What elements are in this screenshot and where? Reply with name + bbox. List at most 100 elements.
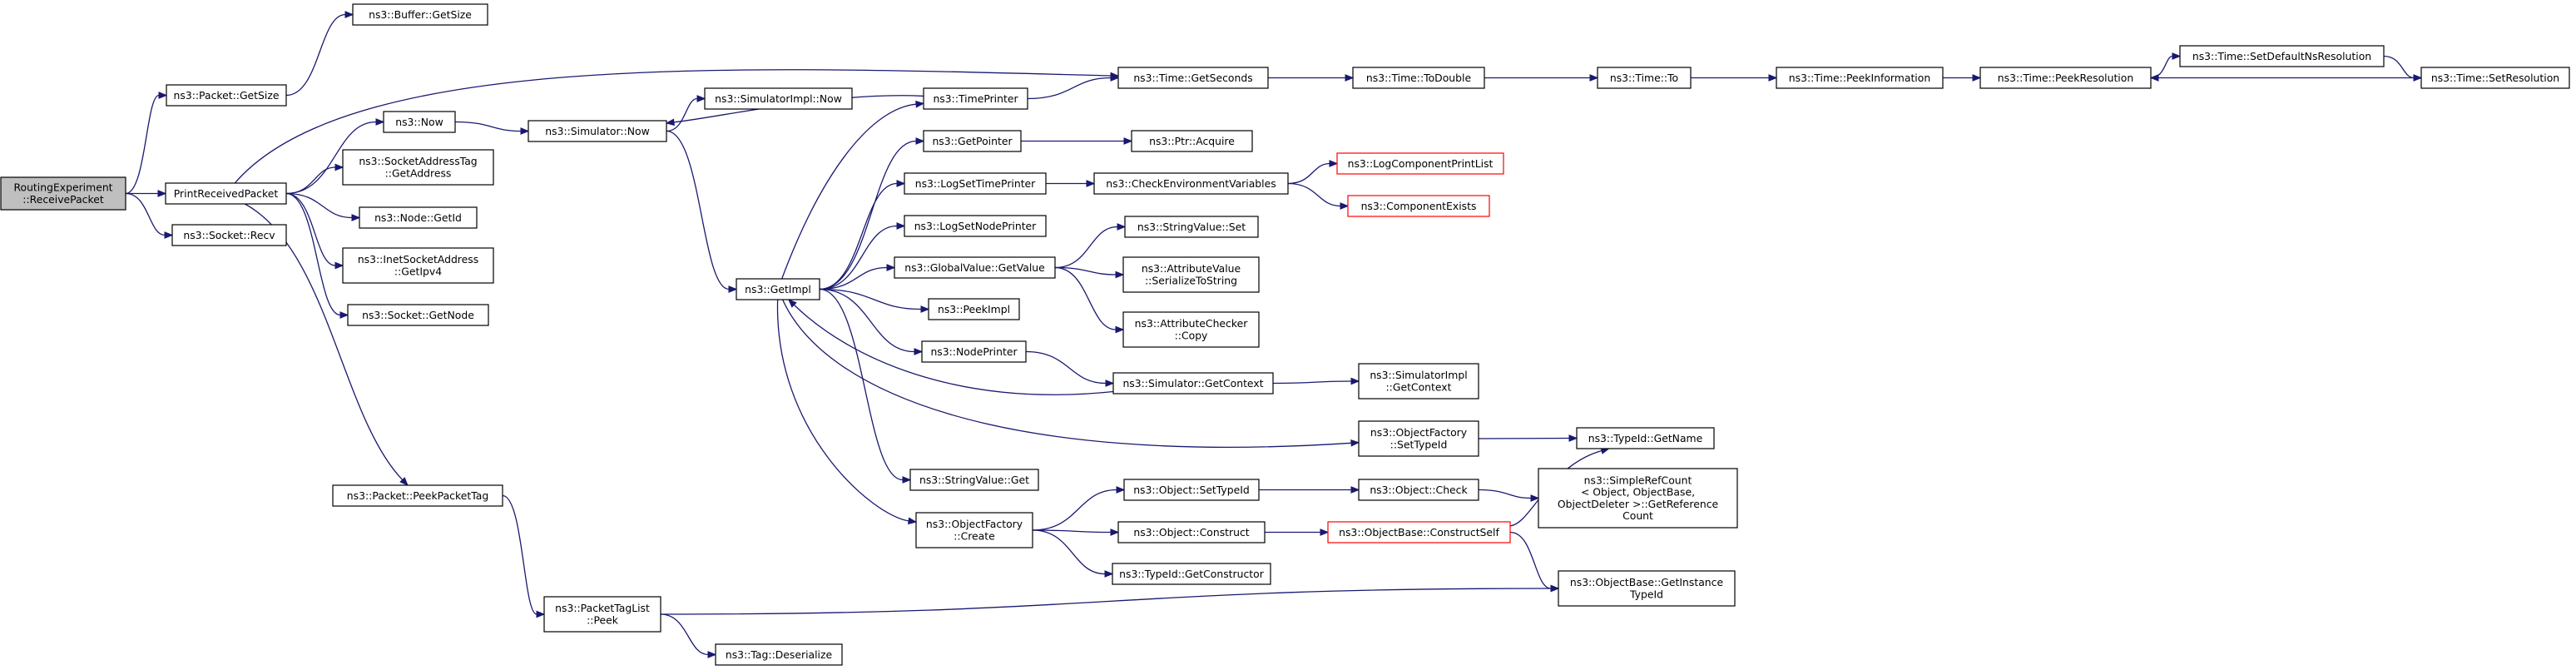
node-of-settypeid[interactable]: ns3::ObjectFactory::SetTypeId: [1358, 420, 1479, 457]
node-of-create[interactable]: ns3::ObjectFactory::Create: [915, 512, 1033, 548]
edge-line: [234, 69, 1112, 184]
node-obj-construct[interactable]: ns3::Object::Construct: [1117, 521, 1266, 543]
edge-ptl_peek-to-tag_deser: [660, 613, 717, 658]
node-tag-deser[interactable]: ns3::Tag::Deserialize: [715, 643, 843, 666]
node-simimpl-getctx[interactable]: ns3::SimulatorImpl::GetContext: [1358, 363, 1479, 400]
arrowhead-icon: [915, 137, 925, 145]
node-logsetnode[interactable]: ns3::LogSetNodePrinter: [904, 215, 1047, 237]
edges-layer: [125, 11, 2423, 658]
node-typeid-getname[interactable]: ns3::TypeId::GetName: [1576, 427, 1715, 449]
node-time-setdefres[interactable]: ns3::Time::SetDefaultNsResolution: [2179, 45, 2385, 67]
edge-line: [1032, 489, 1117, 531]
node-typeid-getctor[interactable]: ns3::TypeId::GetConstructor: [1112, 563, 1271, 585]
arrowhead-icon: [1115, 270, 1125, 279]
node-obj-check[interactable]: ns3::Object::Check: [1358, 479, 1479, 501]
node-label: ns3::AttributeChecker: [1135, 317, 1249, 330]
edge-timeprinter-to-time_getsec: [1027, 74, 1120, 100]
arrowhead-icon: [665, 118, 675, 127]
node-box: [1093, 172, 1289, 195]
node-receive[interactable]: RoutingExperiment::ReceivePacket: [0, 176, 126, 211]
node-nodeprinter[interactable]: ns3::NodePrinter: [921, 340, 1027, 363]
node-sim-getctx[interactable]: ns3::Simulator::GetContext: [1112, 372, 1274, 395]
edge-of_create-to-obj_construct: [1032, 529, 1120, 536]
node-buf-getsize[interactable]: ns3::Buffer::GetSize: [352, 3, 488, 26]
arrowhead-icon: [914, 348, 924, 355]
node-box: [166, 84, 287, 107]
edge-peekpackettag-to-ptl_peek: [502, 494, 546, 618]
edge-time_getsec-to-time_todouble: [1268, 74, 1355, 82]
node-now[interactable]: ns3::Now: [383, 111, 456, 133]
node-isa-getipv4[interactable]: ns3::InetSocketAddress::GetIpv4: [342, 247, 494, 284]
node-label: ns3::Packet::GetSize: [174, 89, 280, 102]
node-getimpl[interactable]: ns3::GetImpl: [736, 278, 820, 300]
arrowhead-icon: [886, 264, 896, 271]
edge-print-to-sock_getnode: [285, 192, 349, 319]
node-logcompprint[interactable]: ns3::LogComponentPrintList: [1336, 152, 1504, 175]
arrowhead-icon: [344, 11, 354, 18]
edge-logsettime-to-checkenv: [1046, 180, 1096, 187]
node-time-setres[interactable]: ns3::Time::SetResolution: [2420, 67, 2570, 89]
node-logsettime[interactable]: ns3::LogSetTimePrinter: [904, 172, 1047, 195]
node-getpointer[interactable]: ns3::GetPointer: [923, 130, 1022, 152]
arrowhead-icon: [896, 180, 906, 187]
arrowhead-icon: [1350, 486, 1360, 494]
node-time-to[interactable]: ns3::Time::To: [1597, 67, 1692, 89]
edge-line: [285, 166, 336, 195]
node-time-peekres[interactable]: ns3::Time::PeekResolution: [1979, 67, 2152, 89]
edge-checkenv-to-compexists: [1287, 182, 1350, 210]
node-sock-getnode[interactable]: ns3::Socket::GetNode: [347, 304, 489, 326]
node-label: ns3::TimePrinter: [933, 92, 1018, 105]
node-compexists[interactable]: ns3::ComponentExists: [1347, 195, 1490, 217]
node-box: [1597, 67, 1692, 89]
node-obj-settypeid[interactable]: ns3::Object::SetTypeId: [1123, 479, 1260, 501]
node-ob-constructself[interactable]: ns3::ObjectBase::ConstructSelf: [1327, 521, 1511, 543]
edge-time_to-to-time_peekinfo: [1691, 74, 1778, 82]
arrowhead-icon: [1350, 377, 1360, 385]
node-label: ObjectDeleter >::GetReference: [1558, 498, 1718, 510]
node-node-getid[interactable]: ns3::Node::GetId: [359, 206, 478, 229]
node-gv-getvalue[interactable]: ns3::GlobalValue::GetValue: [894, 256, 1056, 279]
edge-time_todouble-to-time_to: [1484, 74, 1599, 82]
node-box: [715, 643, 843, 666]
arrowhead-icon: [520, 127, 530, 135]
node-box: [909, 469, 1039, 491]
node-box: [904, 172, 1047, 195]
node-label: ns3::TypeId::GetConstructor: [1119, 568, 1265, 580]
node-timeprinter[interactable]: ns3::TimePrinter: [923, 87, 1028, 110]
node-label: ::ReceivePacket: [22, 193, 104, 206]
arrowhead-icon: [334, 163, 344, 171]
node-time-todouble[interactable]: ns3::Time::ToDouble: [1352, 67, 1485, 89]
edge-gv_getvalue-to-ac_copy: [1054, 266, 1125, 334]
node-time-getsec[interactable]: ns3::Time::GetSeconds: [1117, 67, 1269, 89]
edge-line: [1054, 266, 1117, 275]
node-label: ns3::SocketAddressTag: [359, 155, 477, 167]
arrowhead-icon: [1110, 74, 1120, 82]
node-simimpl-now[interactable]: ns3::SimulatorImpl::Now: [704, 87, 853, 110]
node-peekpackettag[interactable]: ns3::Packet::PeekPacketTag: [332, 484, 503, 507]
node-simplerefcount[interactable]: ns3::SimpleRefCount< Object, ObjectBase,…: [1538, 468, 1738, 529]
node-av-ser[interactable]: ns3::AttributeValue::SerializeToString: [1122, 256, 1260, 293]
node-recv[interactable]: ns3::Socket::Recv: [171, 224, 287, 246]
node-print[interactable]: PrintReceivedPacket: [165, 182, 287, 205]
node-label: ns3::GetPointer: [932, 135, 1013, 147]
arrowhead-icon: [1320, 529, 1330, 536]
node-label: ns3::InetSocketAddress: [358, 253, 478, 266]
node-label: ns3::Time::SetResolution: [2431, 72, 2559, 84]
node-label: ns3::NodePrinter: [930, 345, 1018, 358]
node-peekimpl[interactable]: ns3::PeekImpl: [928, 298, 1020, 320]
node-ptr-acquire[interactable]: ns3::Ptr::Acquire: [1131, 130, 1253, 152]
node-checkenv[interactable]: ns3::CheckEnvironmentVariables: [1093, 172, 1289, 195]
node-sim-now[interactable]: ns3::Simulator::Now: [528, 120, 667, 142]
node-sv-get[interactable]: ns3::StringValue::Get: [909, 469, 1039, 491]
node-ptl-peek[interactable]: ns3::PacketTagList::Peek: [543, 596, 661, 633]
node-time-peekinfo[interactable]: ns3::Time::PeekInformation: [1776, 67, 1944, 89]
node-ac-copy[interactable]: ns3::AttributeChecker::Copy: [1122, 311, 1260, 348]
arrowhead-icon: [1105, 380, 1115, 387]
node-box: [1117, 521, 1266, 543]
node-sv-set[interactable]: ns3::StringValue::Set: [1124, 216, 1259, 238]
node-label: ns3::Buffer::GetSize: [369, 8, 472, 21]
node-pkt-getsize[interactable]: ns3::Packet::GetSize: [166, 84, 287, 107]
node-label: ns3::ObjectBase::ConstructSelf: [1339, 526, 1499, 538]
node-sat-getaddr[interactable]: ns3::SocketAddressTag::GetAddress: [342, 149, 494, 186]
